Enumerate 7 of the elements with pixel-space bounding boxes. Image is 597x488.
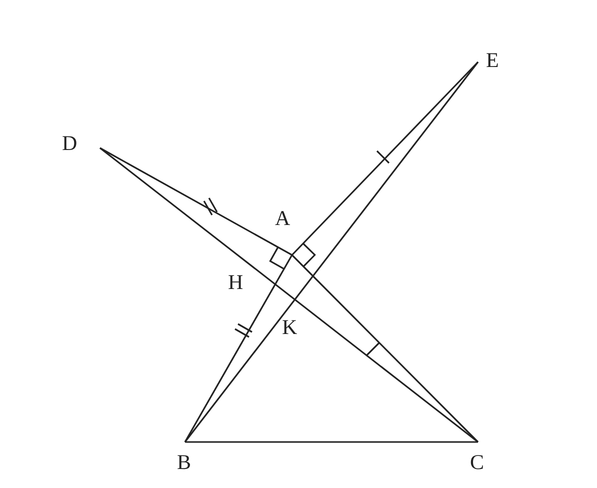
point-label: D <box>62 133 78 154</box>
point-label: E <box>486 50 499 71</box>
point-label: B <box>177 452 192 473</box>
point-label: A <box>275 208 290 229</box>
point-label: H <box>228 272 244 293</box>
point-label: C <box>470 452 484 473</box>
point-label: K <box>282 317 298 338</box>
